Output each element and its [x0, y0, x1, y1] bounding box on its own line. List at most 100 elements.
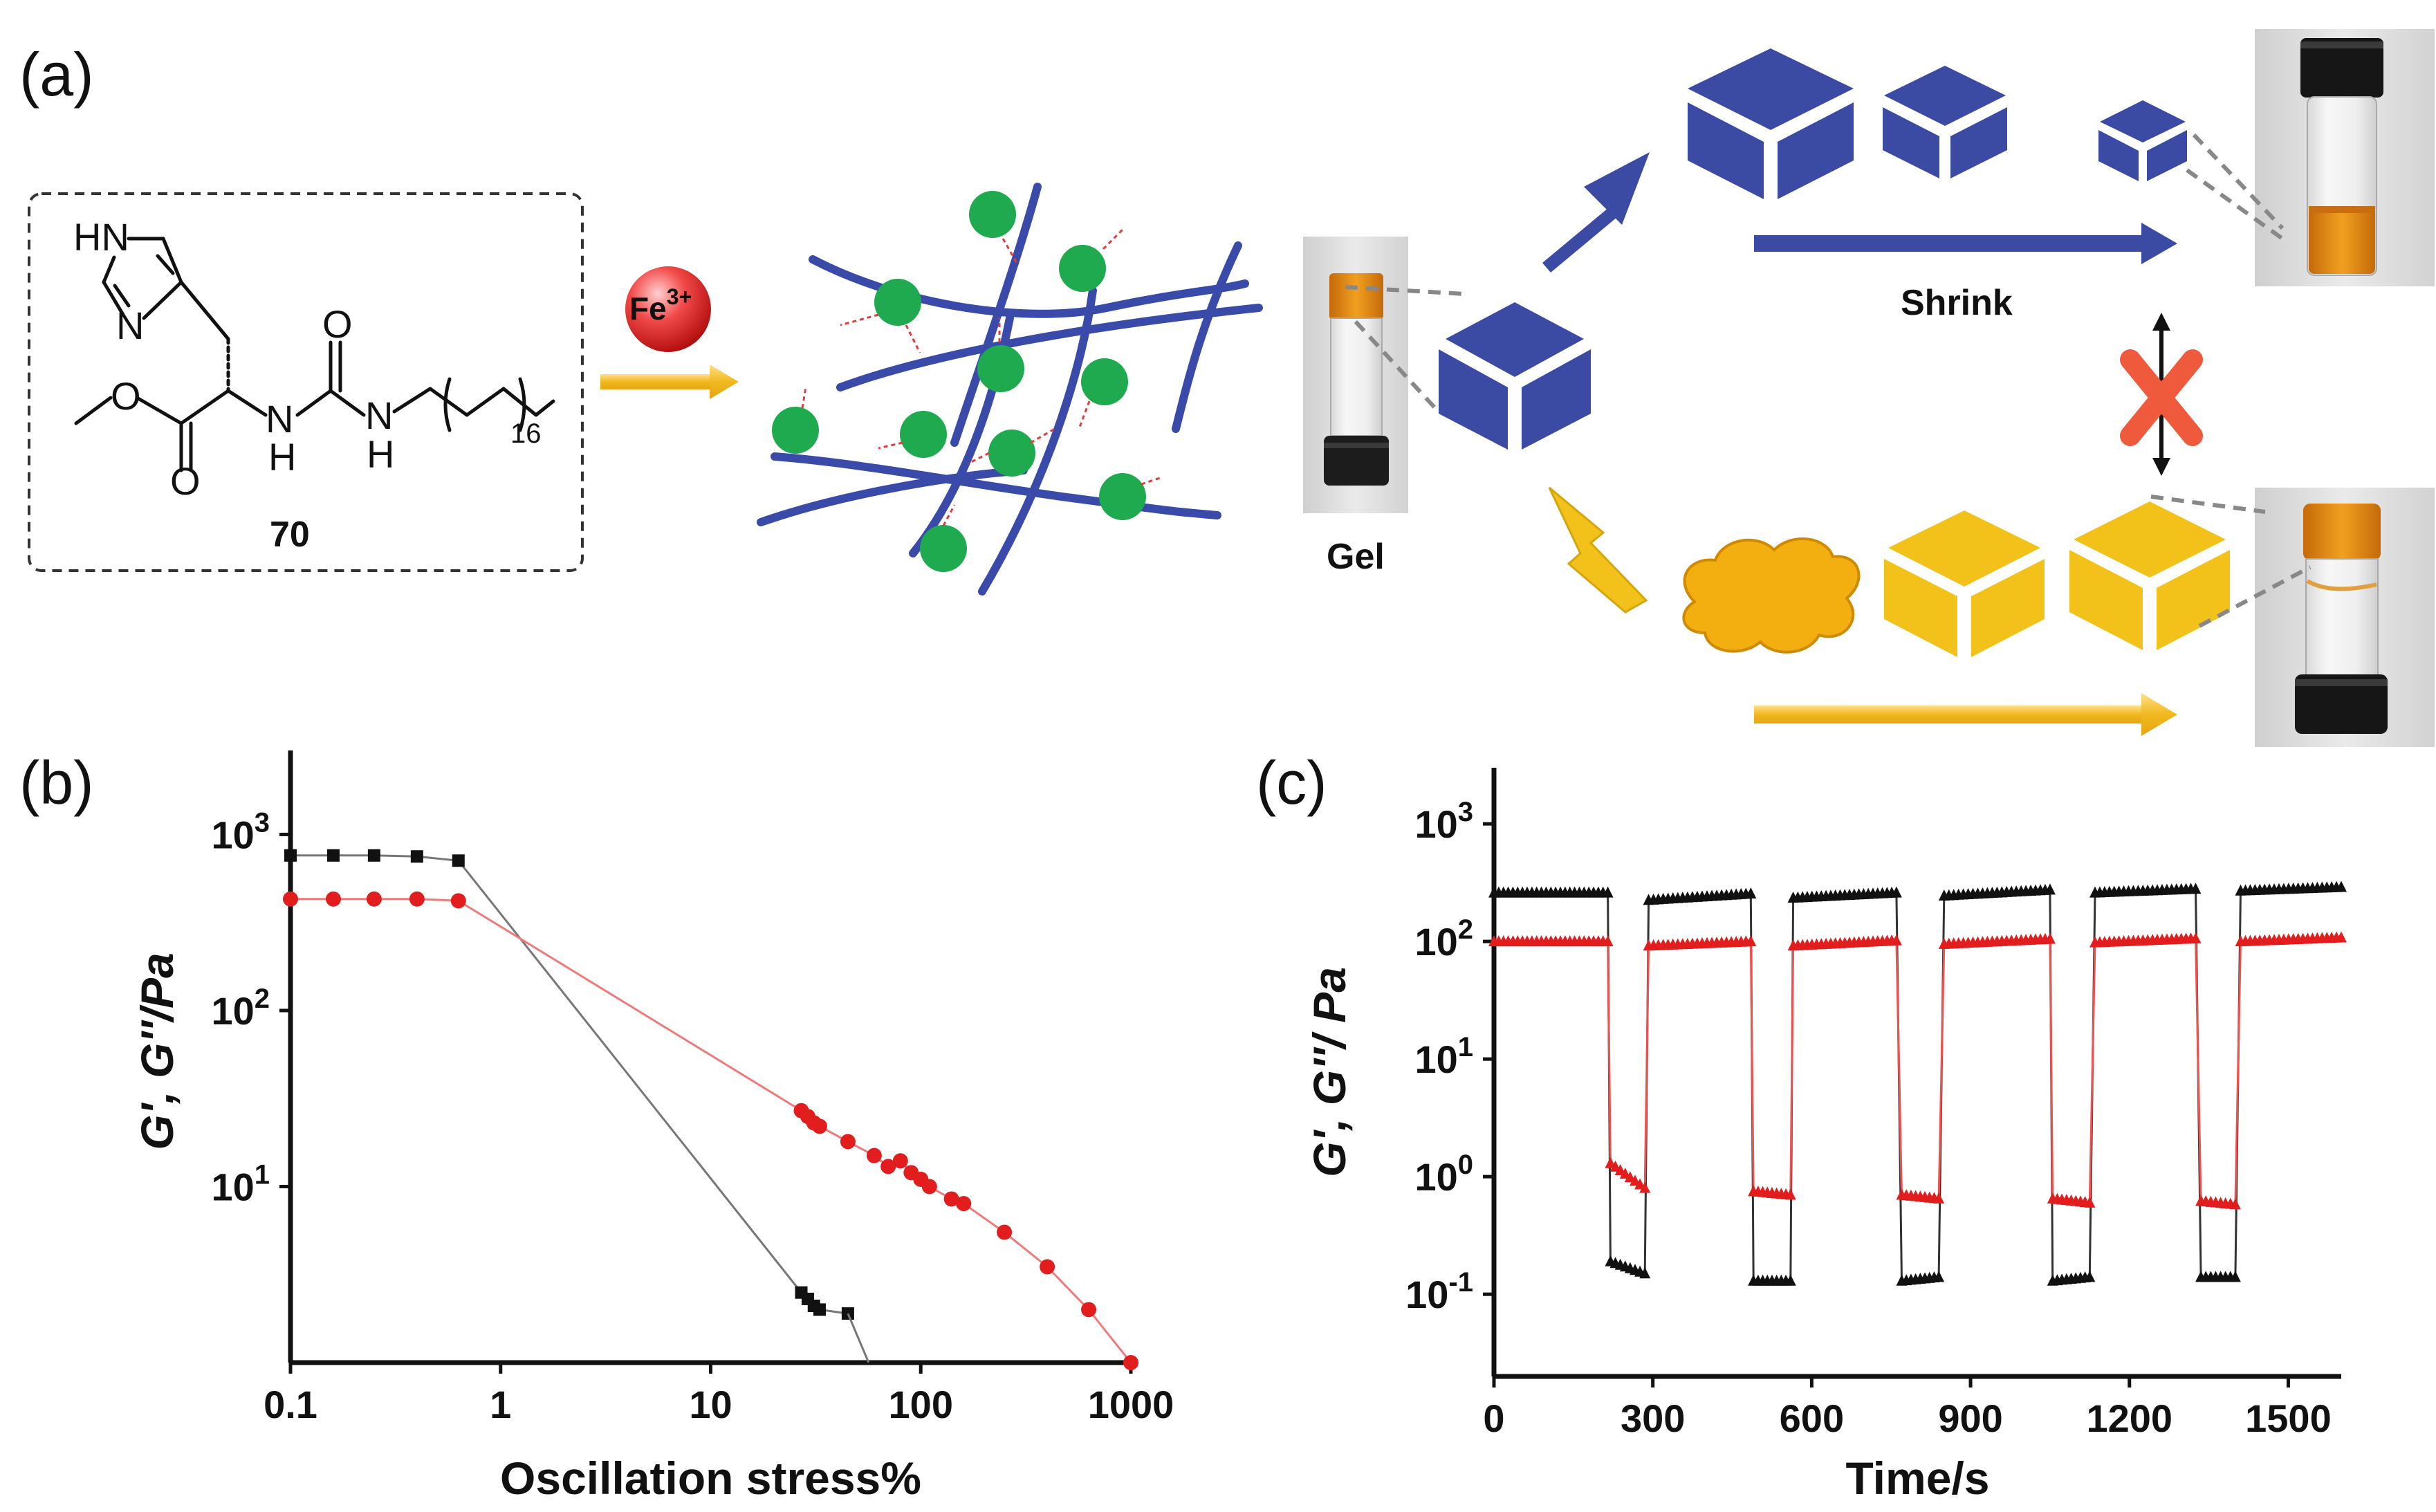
network-bonds [801, 227, 1163, 526]
compound-o-ether: O [111, 374, 141, 418]
compound-hn-label: HN [73, 215, 129, 259]
x-tick-label-c: 1500 [2245, 1396, 2332, 1440]
no-transition-symbol [2120, 313, 2203, 476]
data-point-c [2336, 881, 2347, 892]
data-point-b [1123, 1355, 1138, 1370]
compound-h-urea1: H [268, 435, 296, 479]
data-point-c [2190, 883, 2202, 894]
data-point-b [283, 891, 298, 907]
fe3-ion-sphere [625, 266, 711, 352]
shrunk-vial-photo [2255, 29, 2435, 286]
compound-box [28, 192, 584, 572]
compound-70-structure [74, 237, 555, 472]
data-point-c [1639, 1267, 1651, 1279]
x-tick-label-b: 1 [490, 1383, 511, 1426]
inverted-connectors [2150, 495, 2312, 628]
x-tick-label-c: 1200 [2086, 1396, 2172, 1440]
y-tick-label-c: 103 [1414, 797, 1473, 846]
blue-cube-small [2098, 100, 2187, 181]
compound-number: 70 [270, 515, 310, 555]
data-point-c [1639, 1181, 1651, 1193]
compound-o-urea: O [322, 302, 353, 346]
x-tick-label-b: 1000 [1088, 1383, 1174, 1426]
data-point-b [840, 1134, 856, 1150]
data-point-c [1890, 934, 1902, 946]
yellow-cube-1 [1884, 510, 2045, 657]
data-point-b [956, 1196, 972, 1212]
y-tick-label-c: 10-1 [1405, 1267, 1473, 1316]
data-point-b [921, 1179, 937, 1195]
series-line-b-1 [290, 898, 1132, 1363]
data-point-c [2084, 1196, 2096, 1208]
shrink-diagonal-arrow [1542, 152, 1650, 273]
panel-a-label: (a) [19, 40, 94, 109]
data-point-b [409, 891, 425, 907]
data-point-c [2229, 1198, 2241, 1210]
x-tick-label-c: 900 [1938, 1396, 2002, 1440]
data-point-c [2229, 1271, 2241, 1282]
data-point-c [2044, 883, 2056, 895]
sol-cloud [1682, 537, 1861, 654]
y-tick-label-c: 100 [1414, 1150, 1473, 1199]
data-point-b [813, 1303, 826, 1316]
data-point-b [284, 849, 297, 862]
fe3-ion-label: Fe3+ [629, 284, 692, 326]
data-point-c [1933, 1192, 1945, 1204]
compound-h-urea2: H [367, 432, 394, 476]
x-tick-label-b: 100 [889, 1383, 953, 1426]
data-point-c [1890, 886, 1902, 898]
data-point-c [2336, 931, 2347, 943]
series-line-b-tail [847, 1313, 870, 1363]
compound-o-carbonyl: O [170, 459, 201, 503]
data-point-b [450, 893, 466, 909]
yellow-cube-2 [2069, 501, 2230, 650]
gel-network [757, 183, 1263, 596]
data-point-b [943, 1191, 959, 1207]
x-tick-label-c: 600 [1780, 1396, 1844, 1440]
x-axis-label-c: Time/s [1846, 1453, 1990, 1504]
compound-n-urea2: N [365, 394, 393, 437]
data-point-c [2084, 1271, 2096, 1282]
series-line-c-1 [1494, 936, 2342, 1206]
data-point-b [410, 850, 423, 863]
data-point-b [452, 854, 465, 867]
data-point-c [1602, 935, 1614, 947]
panel-b-label: (b) [19, 748, 94, 817]
data-point-c [1784, 1188, 1796, 1200]
x-tick-label-b: 0.1 [264, 1383, 317, 1426]
data-point-b [366, 891, 382, 907]
data-point-b [1040, 1259, 1055, 1275]
shrunk-connectors [2186, 133, 2285, 241]
data-point-c [1933, 1271, 1945, 1282]
gel-vial-photo [1303, 237, 1408, 513]
lightning-bolt-icon [1548, 486, 1648, 614]
data-point-b [1081, 1302, 1097, 1318]
blue-cube-large [1688, 48, 1854, 199]
sol-arrow [1754, 693, 2177, 736]
data-point-b [367, 849, 380, 862]
data-point-c [2044, 932, 2056, 944]
shrink-label: Shrink [1901, 283, 2013, 323]
network-dots [772, 191, 1146, 572]
y-tick-label-b: 101 [211, 1159, 270, 1208]
data-point-c [1784, 1274, 1796, 1286]
data-point-b [326, 891, 342, 907]
compound-chain-subscript: 16 [510, 418, 542, 449]
fe3-arrow [600, 365, 739, 399]
data-point-b [866, 1147, 882, 1163]
x-tick-label-c: 300 [1621, 1396, 1685, 1440]
series-line-c-0 [1494, 886, 2342, 1282]
data-point-b [327, 849, 340, 862]
data-point-b [997, 1224, 1013, 1240]
y-tick-label-b: 102 [211, 984, 270, 1033]
data-point-b [880, 1159, 896, 1174]
data-point-c [1602, 886, 1614, 898]
series-line-b-0 [290, 854, 849, 1315]
data-point-b [811, 1118, 827, 1134]
y-axis-label-b: G', G''/Pa [131, 952, 183, 1150]
y-tick-label-b: 103 [211, 807, 270, 856]
data-point-b [892, 1153, 908, 1169]
